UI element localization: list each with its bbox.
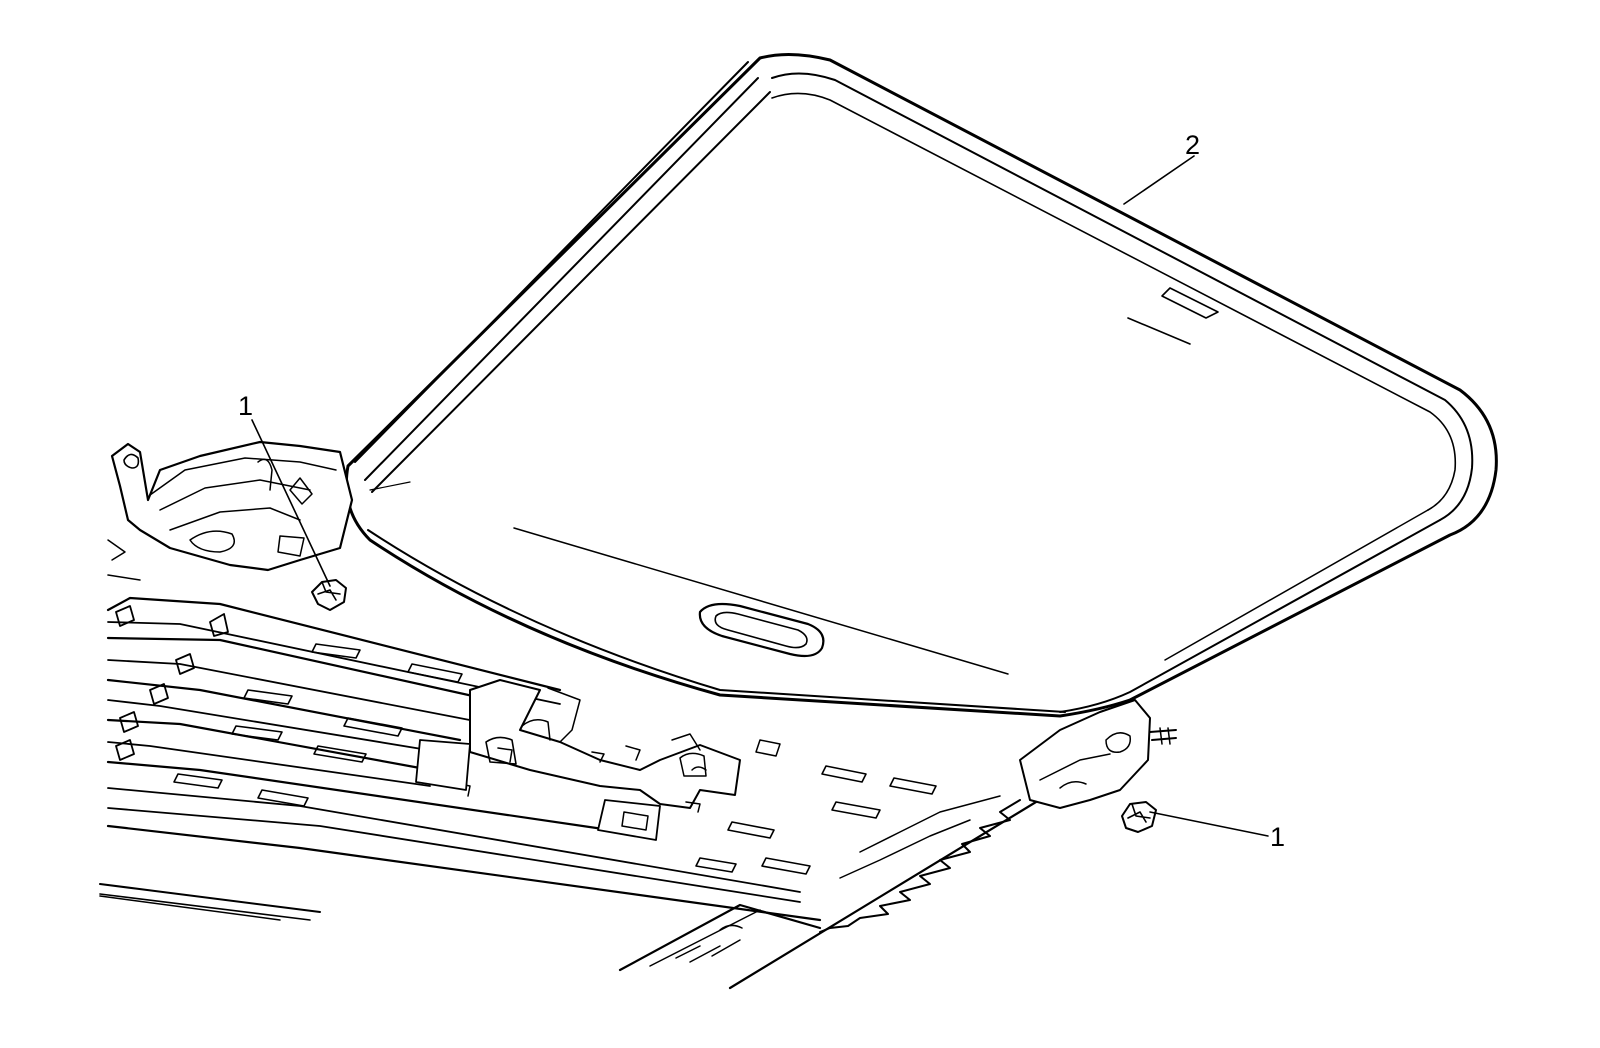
callout-label-clip-left: 1 [238,391,253,421]
sunshade-panel [344,52,1498,718]
callout-label-clip-right: 1 [1270,822,1285,852]
roof-frame [99,440,1177,990]
leader-lines [251,155,1269,837]
leader-line-clip-right [1149,811,1269,837]
leader-line-clip-left [251,419,331,587]
clip-left [311,579,347,611]
clip-right [1121,801,1157,833]
leader-line-panel [1123,155,1195,205]
callout-label-panel: 2 [1185,130,1200,160]
